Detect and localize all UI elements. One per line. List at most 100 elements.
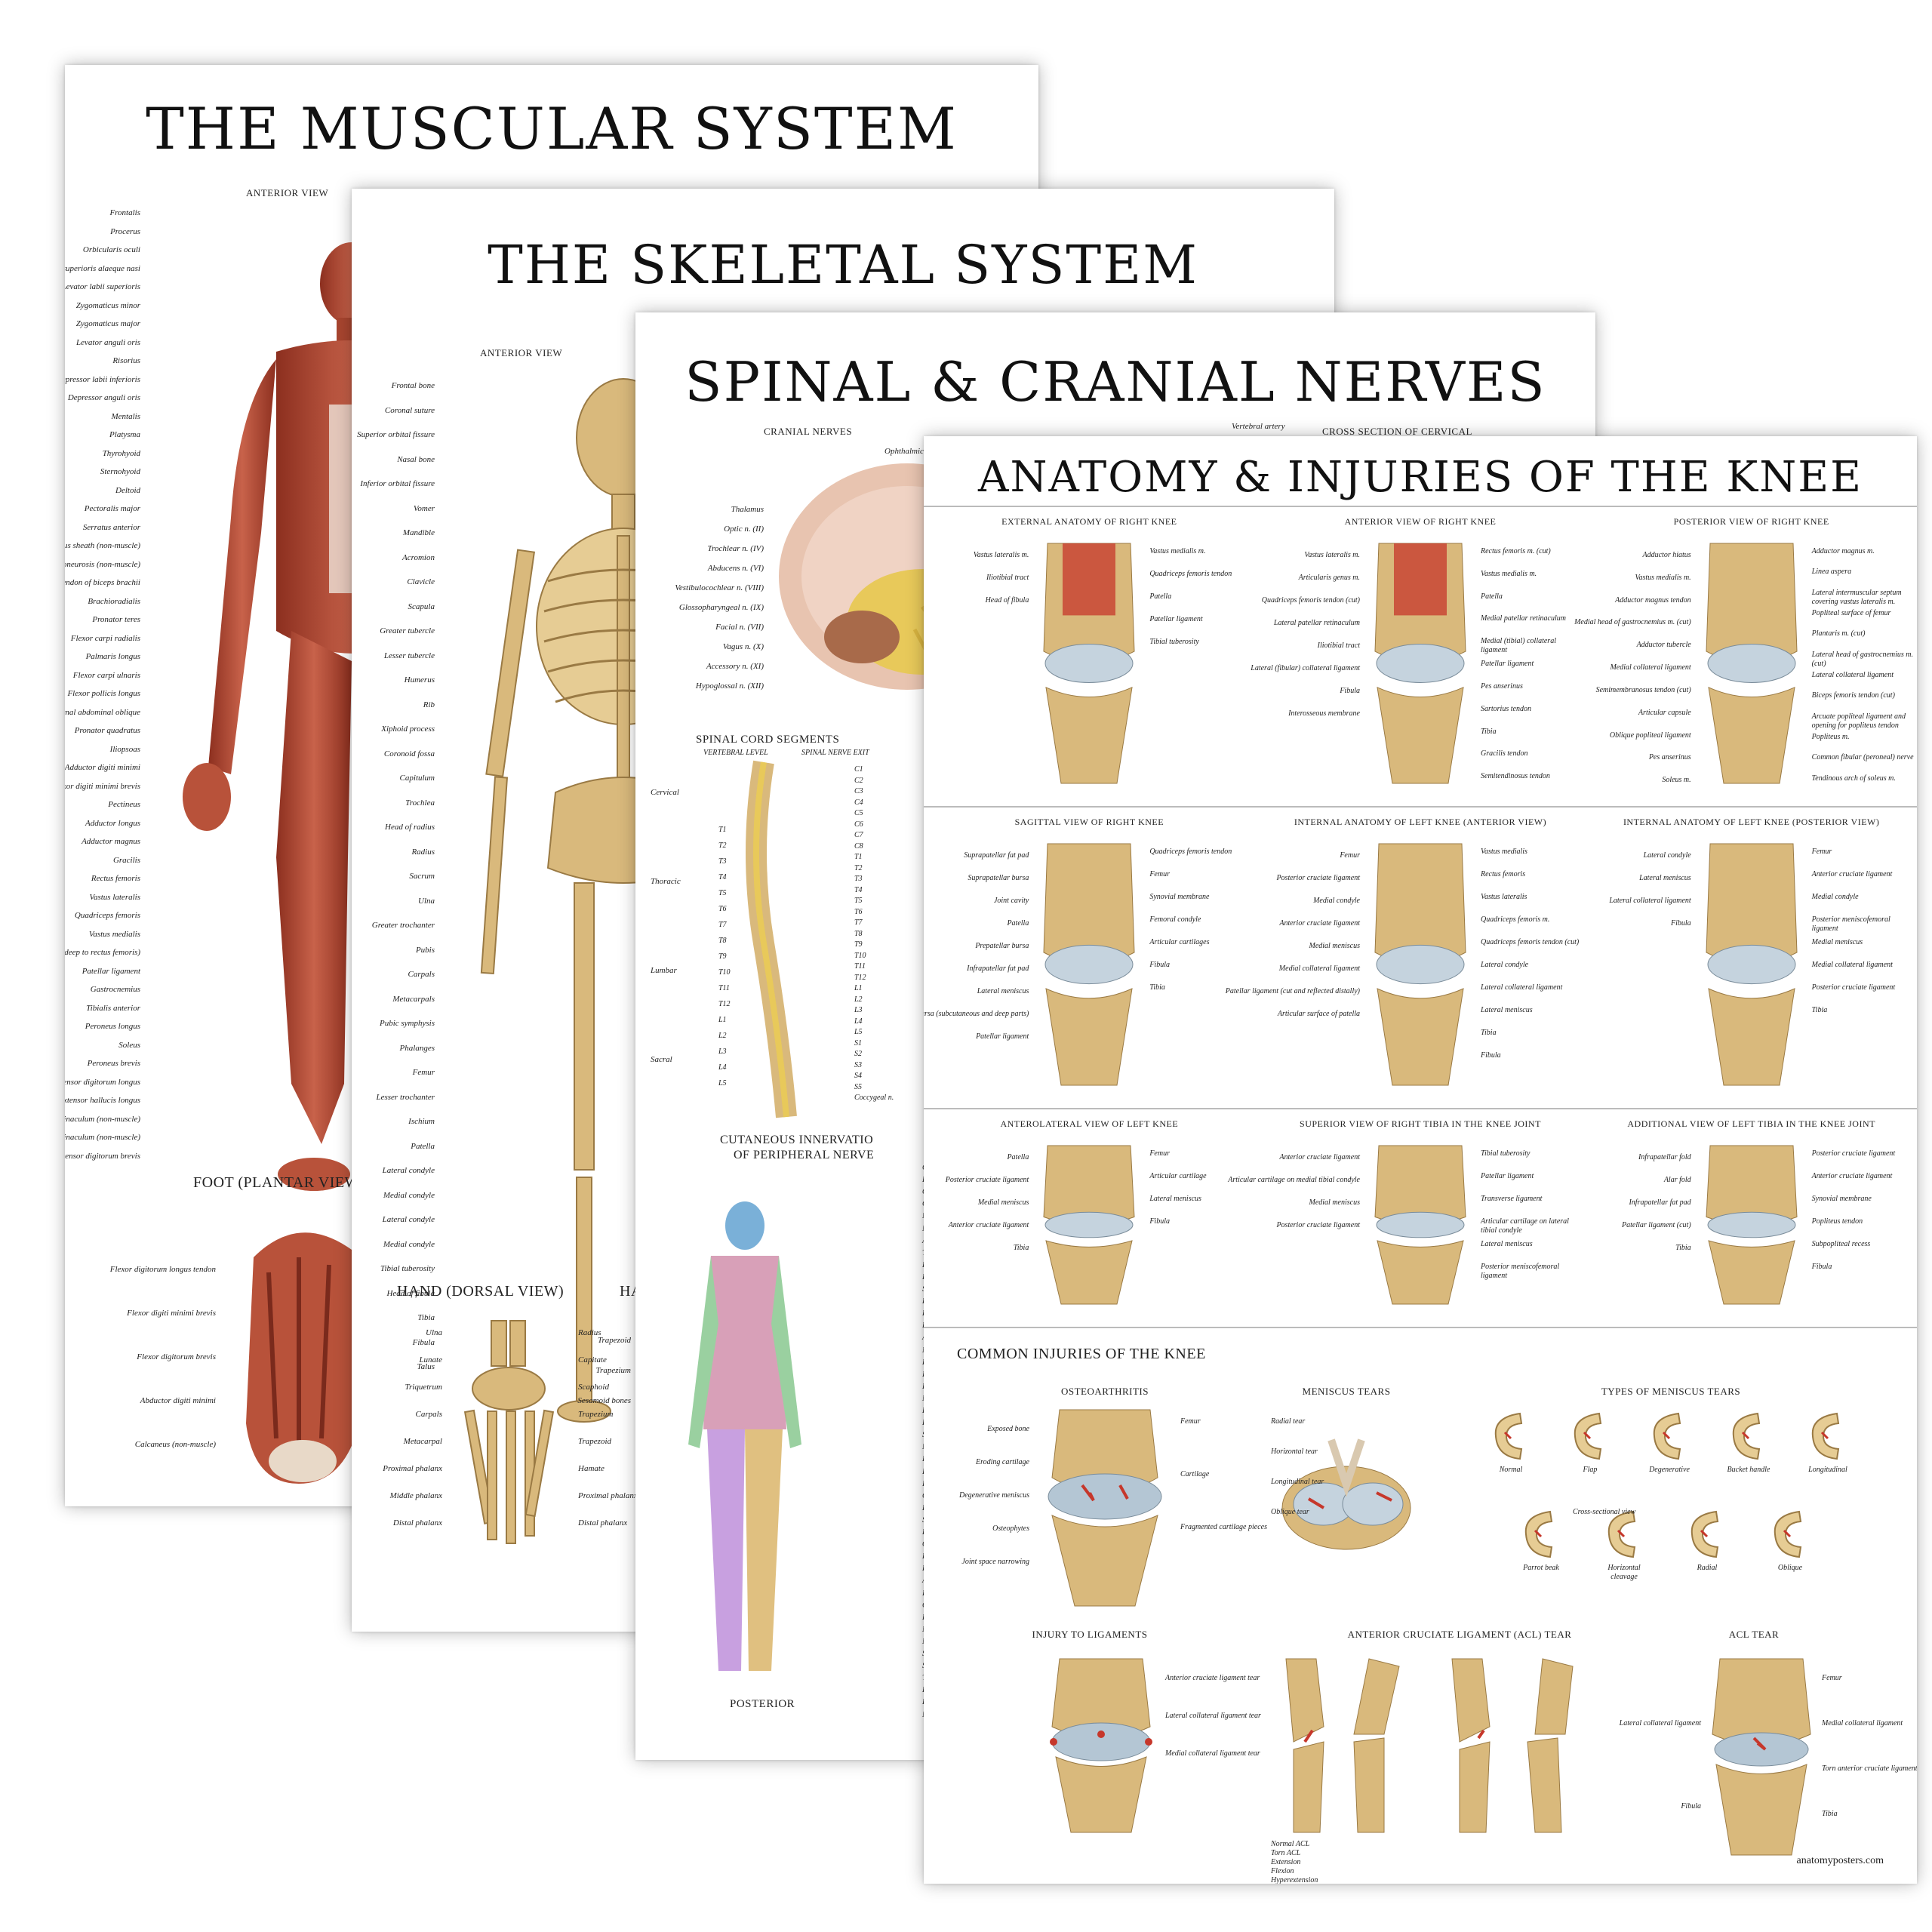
annotation-label: External abdominal oblique	[65, 707, 140, 717]
annotation-label: Medial condyle	[1811, 893, 1859, 901]
annotation-label: Iliotibial tract	[986, 574, 1029, 582]
meniscus-tear-label: Normal	[1499, 1466, 1523, 1474]
annotation-label: Medial meniscus	[977, 1198, 1029, 1207]
cross-section-title: CROSS SECTION OF CERVICAL	[1322, 426, 1472, 437]
annotation-label: Abducens n. (VI)	[707, 564, 764, 573]
annotation-label: L2	[854, 995, 863, 1004]
annotation-label: Iliotibial tract	[1317, 641, 1360, 650]
annotation-label: Lateral condyle	[1643, 851, 1691, 860]
vertebral-level-heading: VERTEBRAL LEVEL	[703, 749, 768, 757]
annotation-label: Femur	[1149, 870, 1170, 878]
annotation-label: Posterior cruciate ligament	[1276, 1221, 1360, 1229]
annotation-label: Abductor digiti minimi	[140, 1396, 216, 1405]
spinal-cord-figure	[746, 760, 797, 1118]
annotation-label: Deltoid	[115, 485, 140, 495]
annotation-label: Lateral collateral ligament	[1811, 671, 1894, 679]
annotation-label: Flexor pollicis longus	[67, 689, 140, 698]
annotation-label: L4	[854, 1017, 863, 1026]
annotation-label: Lateral patellar retinaculum	[1273, 619, 1360, 627]
annotation-label: Synovial membrane	[1149, 893, 1210, 901]
annotation-label: Pectoralis major	[84, 504, 140, 513]
knee-panel-figure	[1043, 843, 1135, 1086]
annotation-label: Articular cartilage on lateral tibial co…	[1481, 1217, 1569, 1235]
annotation-label: Glossopharyngeal n. (IX)	[678, 603, 764, 612]
annotation-label: Carpals	[408, 970, 435, 979]
annotation-label: Medial meniscus	[1309, 942, 1361, 950]
annotation-label: Pectineus	[108, 800, 140, 809]
annotation-label: Extension	[1271, 1858, 1301, 1866]
annotation-label: Medial collateral ligament	[1822, 1719, 1903, 1727]
annotation-label: T11	[718, 984, 730, 992]
annotation-label: Rectus sheath (non-muscle)	[65, 541, 140, 550]
annotation-label: Patella	[411, 1141, 435, 1151]
annotation-label: Flexor carpi radialis	[70, 633, 140, 643]
annotation-label: Middle phalanx	[389, 1491, 442, 1500]
poster-title: ANATOMY & INJURIES OF THE KNEE	[978, 453, 1863, 502]
annotation-label: Articular cartilage on medial tibial con…	[1228, 1176, 1360, 1184]
annotation-label: Lateral meniscus	[1149, 1195, 1201, 1203]
annotation-label: Femur	[1822, 1674, 1842, 1682]
footer-url[interactable]: anatomyposters.com	[1796, 1855, 1884, 1866]
annotation-label: Levator anguli oris	[76, 337, 140, 347]
annotation-label: Radius	[578, 1328, 601, 1337]
annotation-label: Infrapatellar fat pad	[1629, 1198, 1691, 1207]
annotation-label: Patella	[1481, 592, 1503, 601]
annotation-label: Quadriceps femoris m.	[1481, 915, 1550, 924]
annotation-label: Metacarpal	[403, 1437, 442, 1446]
divider-row3	[924, 1327, 1917, 1328]
annotation-label: Trapezium	[578, 1410, 614, 1419]
annotation-label: Tibial tuberosity	[1149, 638, 1199, 646]
annotation-label: S2	[854, 1050, 862, 1058]
annotation-label: Humerus	[404, 675, 435, 685]
annotation-label: T2	[854, 863, 863, 872]
annotation-label: Patella	[1007, 919, 1029, 928]
annotation-label: Zygomaticus major	[75, 319, 140, 328]
annotation-label: S5	[854, 1082, 862, 1091]
annotation-label: Patellar ligament	[1481, 660, 1534, 669]
annotation-label: Acromion	[402, 552, 435, 562]
knee-panel-title: EXTERNAL ANATOMY OF RIGHT KNEE	[1001, 516, 1177, 527]
annotation-label: T6	[854, 907, 863, 916]
vertebral-artery-label: Vertebral artery	[1232, 422, 1285, 431]
annotation-label: Fragmented cartilage pieces	[1180, 1523, 1267, 1531]
annotation-label: L5	[718, 1079, 727, 1088]
annotation-label: Fibula	[1340, 687, 1360, 695]
annotation-label: Flexor digitorum longus tendon	[109, 1265, 216, 1274]
annotation-label: Lateral head of gastrocnemius m. (cut)	[1811, 650, 1914, 668]
poster-title: THE MUSCULAR SYSTEM	[146, 95, 958, 162]
annotation-label: Tibia	[1149, 983, 1165, 992]
cranial-title: CRANIAL NERVES	[764, 426, 853, 437]
annotation-label: Adductor hiatus	[1642, 551, 1691, 559]
annotation-label: L5	[854, 1028, 863, 1036]
annotation-label: Eroding cartilage	[975, 1458, 1029, 1466]
annotation-label: Longitudinal tear	[1271, 1478, 1324, 1486]
annotation-label: Vestibulocochlear n. (VIII)	[675, 583, 764, 592]
annotation-label: Adductor magnus	[82, 837, 140, 846]
annotation-label: Thoracic	[651, 877, 681, 886]
annotation-label: Tibia	[1013, 1244, 1029, 1252]
annotation-label: Quadriceps femoris tendon (cut)	[1481, 938, 1580, 946]
annotation-label: Semitendinosus tendon	[1481, 772, 1550, 781]
annotation-label: Tibia	[417, 1313, 435, 1322]
annotation-label: Xiphoid process	[381, 724, 435, 734]
annotation-label: Patellar ligament (cut)	[1622, 1221, 1691, 1229]
annotation-label: T9	[718, 952, 727, 961]
annotation-label: Lateral intermuscular septum covering va…	[1811, 588, 1902, 606]
divider-top	[924, 506, 1917, 507]
annotation-label: Gastrocnemius	[90, 985, 140, 994]
annotation-label: Infrapatellar fat pad	[967, 964, 1029, 973]
annotation-label: Tibia	[1675, 1244, 1691, 1252]
annotation-label: C8	[854, 841, 863, 851]
hand-figure	[463, 1320, 555, 1544]
annotation-label: Lateral condyle	[1481, 961, 1529, 969]
annotation-label: Greater tubercle	[380, 626, 435, 635]
annotation-label: Ischium	[408, 1117, 435, 1126]
spinal-title: SPINAL CORD SEGMENTS	[696, 734, 840, 746]
annotation-label: Lateral meniscus	[977, 987, 1029, 995]
annotation-label: Vastus lateralis m.	[1304, 551, 1360, 559]
annotation-label: Anterior cruciate ligament	[1811, 870, 1893, 878]
meniscus-tear-icon	[1811, 1412, 1840, 1460]
annotation-label: Optic n. (II)	[724, 525, 764, 534]
annotation-label: T12	[718, 1000, 731, 1008]
annotation-label: Interosseous membrane	[1288, 709, 1360, 718]
